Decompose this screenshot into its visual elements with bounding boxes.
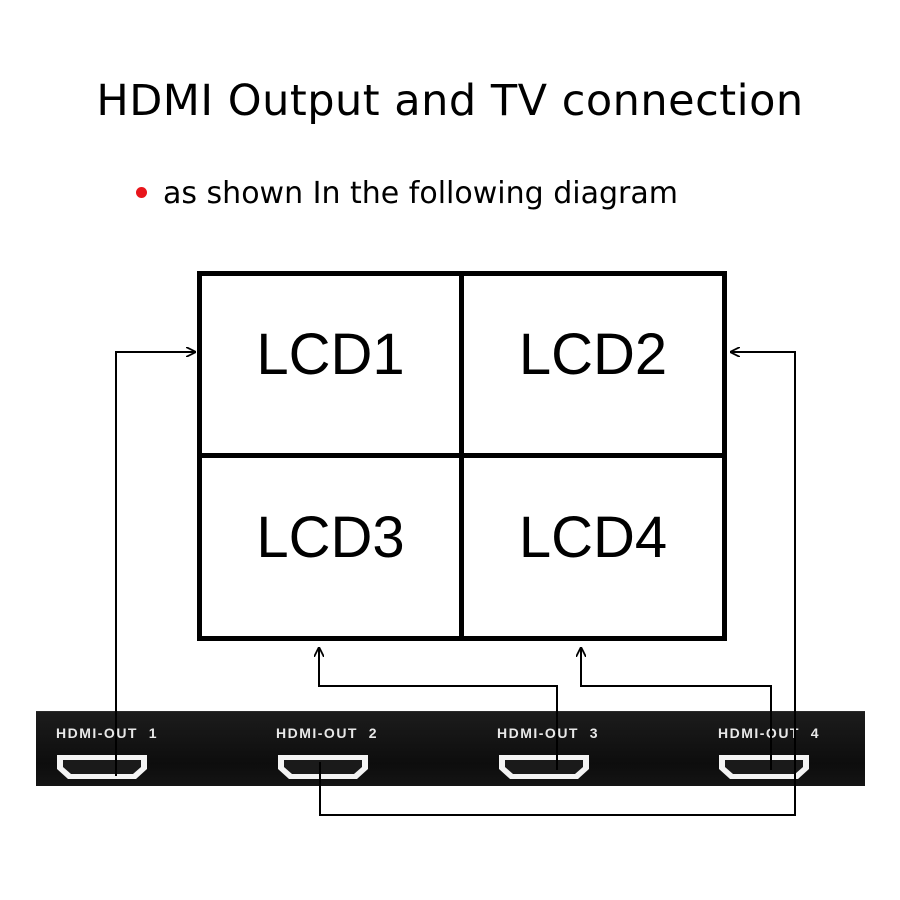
wire-out4-lcd2 (319, 352, 796, 816)
wire-out4-lcd4 (581, 648, 772, 770)
hdmi-port-3-icon (499, 755, 589, 779)
hdmi-port-4-icon (719, 755, 809, 779)
subtitle-text: as shown In the following diagram (163, 176, 678, 211)
bullet-icon (136, 187, 147, 198)
page-title: HDMI Output and TV connection (96, 76, 804, 126)
wire-out3-lcd3 (319, 648, 558, 770)
port-label-4: HDMI-OUT 4 (718, 725, 821, 741)
lcd-screen-2: LCD2 (462, 276, 722, 456)
hdmi-port-1-icon (57, 755, 147, 779)
hdmi-port-2-icon (278, 755, 368, 779)
lcd-screen-3: LCD3 (202, 456, 462, 636)
lcd-screen-4: LCD4 (462, 456, 722, 636)
wire-out1-lcd1 (115, 352, 195, 776)
lcd-video-wall: LCD1 LCD2 LCD3 LCD4 (197, 271, 727, 641)
subtitle: as shown In the following diagram (136, 176, 678, 211)
lcd-screen-1: LCD1 (202, 276, 462, 456)
port-label-2: HDMI-OUT 2 (276, 725, 379, 741)
